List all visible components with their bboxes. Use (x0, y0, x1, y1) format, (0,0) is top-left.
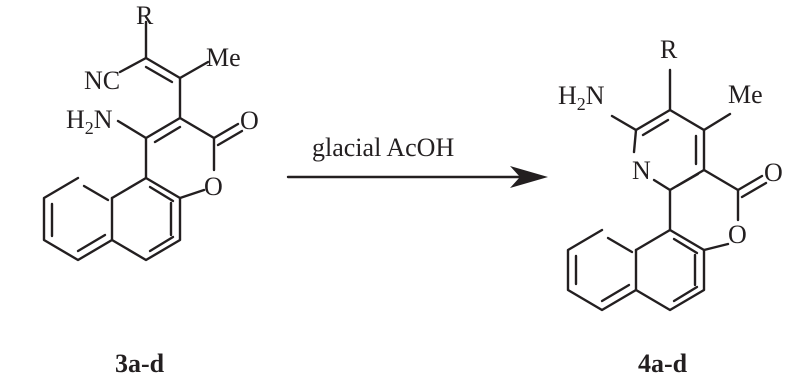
product-carbonyl-o-label: O (764, 158, 783, 187)
reactant-carbonyl-o-label: O (240, 106, 259, 135)
product-ring-o-label: O (728, 220, 747, 249)
product-r-label: R (660, 35, 678, 64)
reactant-amino-h: H (66, 105, 85, 134)
product-atom-labels: R H2N Me N O O (558, 35, 783, 249)
arrow-head (510, 166, 548, 188)
product-structure: R H2N Me N O O (558, 35, 783, 312)
reactant-me-label: Me (206, 43, 241, 72)
reactant-structure: R NC Me H2N O O (42, 1, 259, 262)
reactant-bonds (42, 20, 244, 262)
reactant-ring-o-label: O (204, 172, 223, 201)
product-ring-n-label: N (632, 156, 651, 185)
product-bonds (566, 68, 768, 312)
reactant-amino-subscript: 2 (85, 118, 94, 138)
product-compound-id: 4a-d (638, 349, 688, 378)
reactant-compound-id: 3a-d (115, 349, 165, 378)
product-amino-h: H (558, 81, 577, 110)
product-me-label: Me (728, 80, 763, 109)
reactant-r-label: R (136, 1, 154, 30)
product-amino-subscript: 2 (577, 94, 586, 114)
product-amino-n: N (586, 81, 605, 110)
reactant-amino-n: N (94, 105, 113, 134)
reactant-nc-label: NC (84, 66, 120, 95)
reactant-amino-label: H2N (66, 105, 113, 138)
product-amino-label: H2N (558, 81, 605, 114)
reaction-arrow: glacial AcOH (286, 133, 548, 188)
reactant-atom-labels: R NC Me H2N O O (66, 1, 259, 201)
reagent-label: glacial AcOH (312, 133, 454, 162)
